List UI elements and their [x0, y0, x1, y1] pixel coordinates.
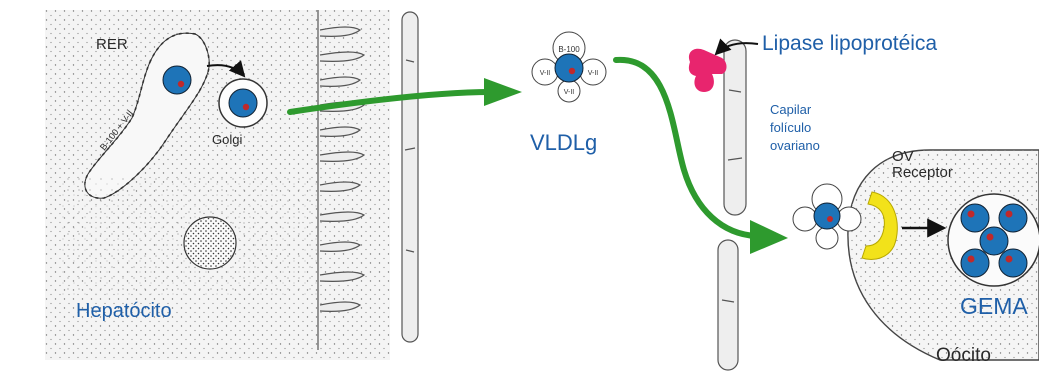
ov-label: OV	[892, 148, 914, 165]
particle-label-left: V-II	[540, 70, 551, 77]
follicle-capillary	[718, 40, 746, 370]
capilar-label-line3: ovariano	[770, 138, 820, 153]
gema-label: GEMA	[960, 293, 1028, 320]
particle-label-bottom: V-II	[564, 89, 575, 96]
endothelium-wall	[402, 12, 418, 342]
lipoprotein-lipase	[689, 49, 727, 92]
capilar-label-line1: Capilar	[770, 102, 811, 117]
gema-vesicle	[948, 194, 1039, 286]
nucleus	[184, 217, 236, 269]
vldlg-particle: B-100 V-II V-II V-II	[532, 32, 606, 102]
capilar-label-line2: folículo	[770, 120, 811, 135]
particle-label-right: V-II	[588, 70, 599, 77]
receptor-label: Receptor	[892, 164, 953, 181]
rer-label: RER	[96, 36, 128, 53]
hepatocito-label: Hepatócito	[76, 300, 172, 323]
vldlg-label: VLDLg	[530, 130, 597, 156]
lipase-label: Lipase lipoprotéica	[762, 32, 937, 56]
oocito-label: Oócito	[936, 345, 991, 367]
golgi-label: Golgi	[212, 132, 242, 147]
particle-label-top: B-100	[558, 45, 580, 54]
golgi-vesicle	[219, 79, 267, 127]
